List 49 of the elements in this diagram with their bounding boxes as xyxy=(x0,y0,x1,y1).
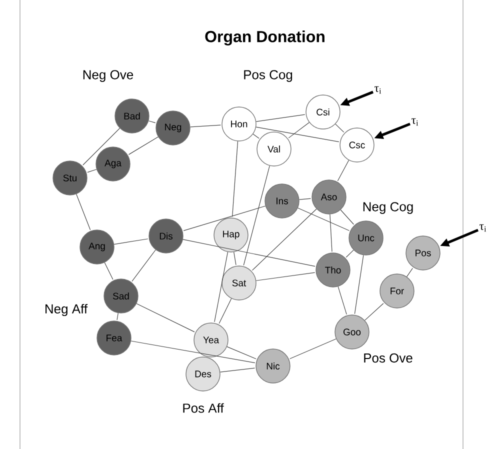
connector-line xyxy=(299,198,312,200)
title: Organ Donation xyxy=(205,30,324,46)
connector-line xyxy=(335,124,344,133)
connector-line xyxy=(226,346,256,360)
connector-line xyxy=(252,208,317,271)
group-label: Pos Ove xyxy=(364,353,412,363)
connector-line xyxy=(104,262,114,280)
group-label: Neg Ove xyxy=(83,70,134,82)
tau-label: τ$_{i}$ xyxy=(374,86,382,94)
connector-line xyxy=(114,238,148,245)
connector-line xyxy=(346,250,354,258)
tau-label: τ$_{i}$ xyxy=(480,224,486,232)
connector-line xyxy=(128,136,158,155)
connector-line xyxy=(252,134,260,139)
connector-line xyxy=(132,250,156,282)
tau-label: τ$_{i}$ xyxy=(412,118,418,126)
group-label: Neg Cog xyxy=(363,202,413,214)
connector-line xyxy=(190,124,221,128)
connector-line xyxy=(214,252,228,322)
connector-line xyxy=(337,160,350,182)
connector-line xyxy=(243,165,270,266)
connector-line xyxy=(288,122,310,138)
connector-line xyxy=(340,210,354,225)
connector-line xyxy=(298,208,350,231)
connector-line xyxy=(130,340,256,364)
connector-line xyxy=(232,141,238,217)
group-label: Pos Aff xyxy=(183,403,224,413)
connector-line xyxy=(338,286,347,315)
connector-line xyxy=(234,252,236,266)
connector-line xyxy=(354,254,364,314)
connector-line xyxy=(256,114,306,122)
connector-line xyxy=(87,169,97,173)
connector-line xyxy=(220,368,256,372)
connector-line xyxy=(290,338,336,360)
group-label: Neg Aff xyxy=(46,304,88,316)
connector-line xyxy=(218,298,232,324)
group-label: Pos Cog xyxy=(244,70,292,82)
connector-line xyxy=(136,303,195,332)
connector-line xyxy=(256,272,316,281)
connector-line xyxy=(183,206,266,231)
connector-line xyxy=(148,120,156,124)
connector-line xyxy=(330,214,332,252)
connector-line xyxy=(364,303,384,321)
connector-line xyxy=(182,239,316,267)
connector-line xyxy=(256,126,340,142)
connector-line xyxy=(76,194,91,230)
connector-line xyxy=(82,128,120,166)
connector-line xyxy=(116,312,118,320)
connector-line xyxy=(406,268,413,277)
